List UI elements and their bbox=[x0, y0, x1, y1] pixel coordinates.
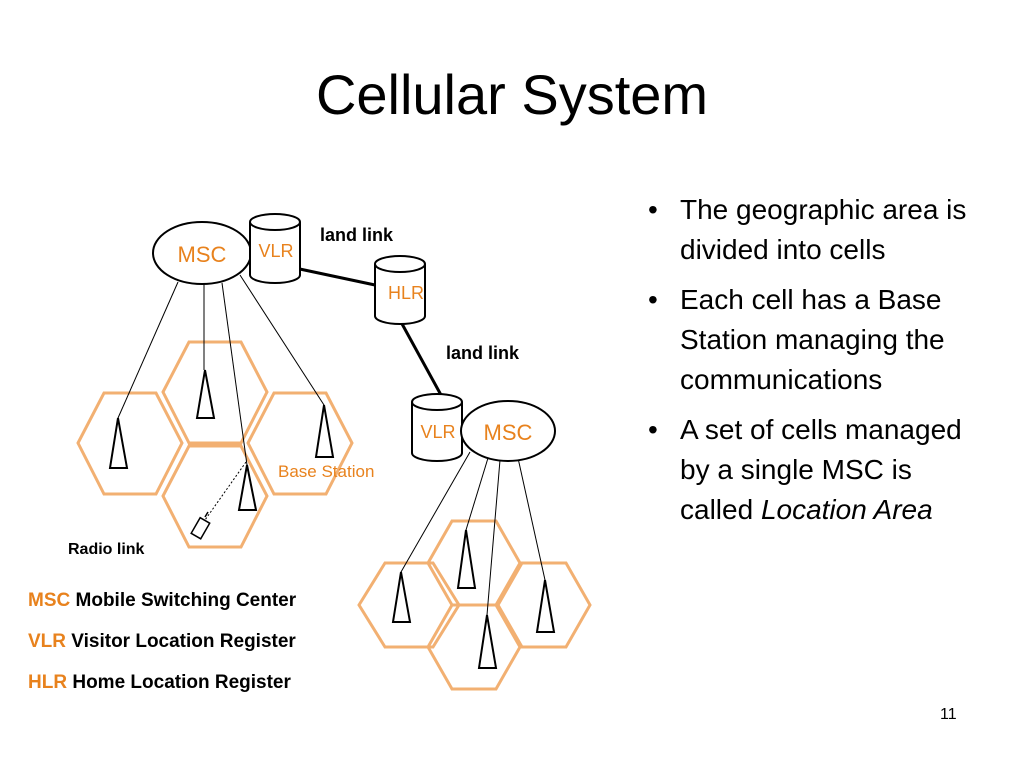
antenna-icon bbox=[314, 404, 335, 458]
bullet-text: Each cell has a Base Station managing th… bbox=[680, 284, 945, 395]
msc-top-label: MSC bbox=[178, 242, 227, 267]
antenna-icon bbox=[391, 571, 412, 623]
radio-link bbox=[204, 461, 247, 521]
vlr-top-node bbox=[249, 213, 301, 284]
vlr-bottom-label: VLR bbox=[420, 422, 455, 442]
cell bbox=[426, 603, 522, 691]
legend-msc: MSC Mobile Switching Center bbox=[28, 590, 296, 612]
cell bbox=[357, 561, 461, 649]
land-link-label-bottom: land link bbox=[446, 343, 520, 363]
antenna-icon bbox=[195, 369, 216, 419]
land-link-vlr-hlr bbox=[294, 266, 376, 287]
vlr-top-label: VLR bbox=[258, 241, 293, 261]
bullet-text: The geographic area is divided into cell… bbox=[680, 194, 967, 265]
cell-cluster-right bbox=[357, 519, 592, 691]
land-link-hlr-vlr bbox=[399, 321, 443, 396]
mobile-phone-icon bbox=[190, 511, 211, 540]
cell bbox=[76, 391, 184, 496]
bullet-item: The geographic area is divided into cell… bbox=[648, 190, 988, 270]
msc-link bbox=[465, 457, 489, 531]
msc-bottom-node bbox=[460, 400, 556, 462]
vlr-bottom-node bbox=[411, 393, 463, 462]
hlr-label: HLR bbox=[388, 283, 424, 303]
msc-link bbox=[221, 282, 248, 466]
msc-bottom-label: MSC bbox=[484, 420, 533, 445]
legend-vlr: VLR Visitor Location Register bbox=[28, 631, 296, 653]
base-station-antennas bbox=[108, 369, 556, 669]
bullet-emphasis: Location Area bbox=[760, 494, 933, 525]
msc-link bbox=[117, 281, 179, 419]
legend-abbr: MSC bbox=[28, 590, 71, 611]
msc-top-links bbox=[117, 274, 325, 466]
legend-hlr: HLR Home Location Register bbox=[28, 672, 291, 694]
msc-link bbox=[517, 457, 546, 581]
page-number: 11 bbox=[940, 706, 957, 723]
msc-link bbox=[486, 459, 501, 616]
legend-abbr: VLR bbox=[28, 631, 66, 652]
msc-link bbox=[400, 451, 471, 573]
bullet-item: Each cell has a Base Station managing th… bbox=[648, 280, 988, 400]
cell bbox=[161, 444, 269, 549]
antenna-icon bbox=[456, 529, 477, 589]
cell bbox=[246, 391, 354, 496]
msc-bottom-links bbox=[400, 451, 546, 616]
antenna-icon bbox=[535, 579, 556, 633]
cell-cluster-left bbox=[76, 340, 354, 549]
cell bbox=[496, 561, 592, 649]
cell bbox=[161, 340, 269, 445]
legend-text: Home Location Register bbox=[72, 672, 291, 693]
bullet-item: A set of cells managed by a single MSC i… bbox=[648, 410, 988, 530]
legend-text: Visitor Location Register bbox=[71, 631, 296, 652]
antenna-icon bbox=[108, 417, 129, 469]
legend-text: Mobile Switching Center bbox=[75, 590, 297, 611]
base-station-label: Base Station bbox=[278, 462, 374, 481]
antenna-icon bbox=[237, 464, 258, 511]
bullet-list: The geographic area is divided into cell… bbox=[648, 190, 988, 540]
radio-link-label: Radio link bbox=[68, 541, 145, 558]
legend-abbr: HLR bbox=[28, 672, 68, 693]
msc-link bbox=[239, 274, 325, 406]
hlr-node bbox=[374, 255, 426, 325]
antenna-icon bbox=[477, 614, 498, 669]
bullet-text: A set of cells managed by a single MSC i… bbox=[680, 414, 962, 525]
land-link-label-top: land link bbox=[320, 225, 394, 245]
slide-title: Cellular System bbox=[315, 63, 709, 126]
